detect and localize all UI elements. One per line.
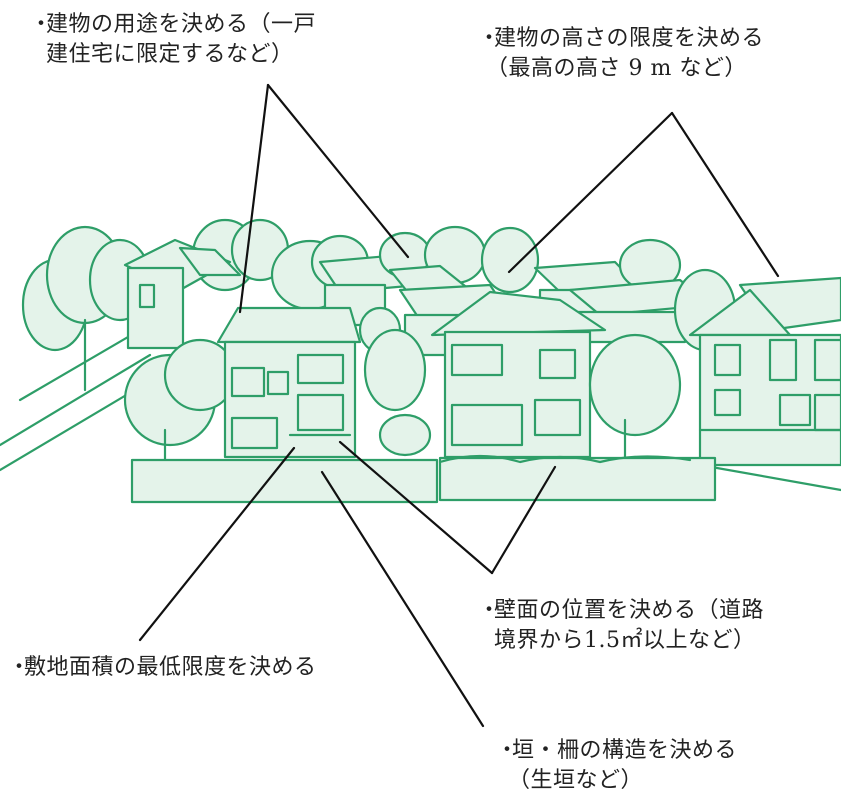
bullet: ・ bbox=[478, 598, 501, 623]
right-side-house bbox=[688, 276, 841, 492]
bullet: ・ bbox=[478, 26, 501, 51]
leader-use-1 bbox=[238, 83, 270, 314]
annotation-building-height: ・建物の高さの限度を決める （最高の高さ 9 m など） bbox=[478, 24, 764, 84]
annotation-wall-position: ・壁面の位置を決める（道路 境界から1.5㎡以上など） bbox=[478, 596, 764, 656]
leader-wall-1 bbox=[338, 440, 494, 575]
front-house-center bbox=[430, 290, 607, 459]
annotation-minimum-site-area: ・敷地面積の最低限度を決める bbox=[8, 653, 317, 683]
annotation-height-line1: 建物の高さの限度を決める bbox=[494, 26, 765, 51]
leader-height-1 bbox=[507, 111, 674, 274]
leader-height-2 bbox=[670, 111, 780, 278]
background-houses-middle bbox=[270, 225, 540, 357]
annotation-fence-line2: （生垣など） bbox=[508, 768, 644, 793]
bullet: ・ bbox=[8, 655, 31, 680]
annotation-wall-line1: 壁面の位置を決める（道路 bbox=[494, 598, 765, 623]
background-houses-right bbox=[533, 238, 737, 352]
leader-fence bbox=[320, 470, 485, 728]
front-left-tree bbox=[123, 338, 237, 467]
annotation-fence-structure: ・垣・柵の構造を決める （生垣など） bbox=[496, 736, 737, 796]
annotation-use-line2: 建住宅に限定するなど） bbox=[46, 42, 294, 67]
annotation-fence-line1: 垣・柵の構造を決める bbox=[512, 738, 738, 763]
bullet: ・ bbox=[30, 12, 53, 37]
annotation-height-line2: （最高の高さ 9 m など） bbox=[486, 56, 747, 81]
annotation-wall-line2: 境界から1.5㎡以上など） bbox=[494, 628, 756, 653]
annotation-use-line1: 建物の用途を決める（一戸 bbox=[46, 12, 317, 37]
leader-use-2 bbox=[266, 83, 410, 259]
annotation-building-use: ・建物の用途を決める（一戸 建住宅に限定するなど） bbox=[30, 10, 316, 70]
annotation-site-area-line1: 敷地面積の最低限度を決める bbox=[24, 655, 317, 680]
center-trees bbox=[358, 306, 432, 457]
leader-wall-2 bbox=[490, 465, 557, 575]
front-hedges bbox=[130, 454, 717, 504]
leader-site-area bbox=[138, 446, 296, 642]
front-house-left bbox=[216, 306, 362, 459]
bullet: ・ bbox=[496, 738, 519, 763]
background-house-left bbox=[123, 238, 242, 350]
